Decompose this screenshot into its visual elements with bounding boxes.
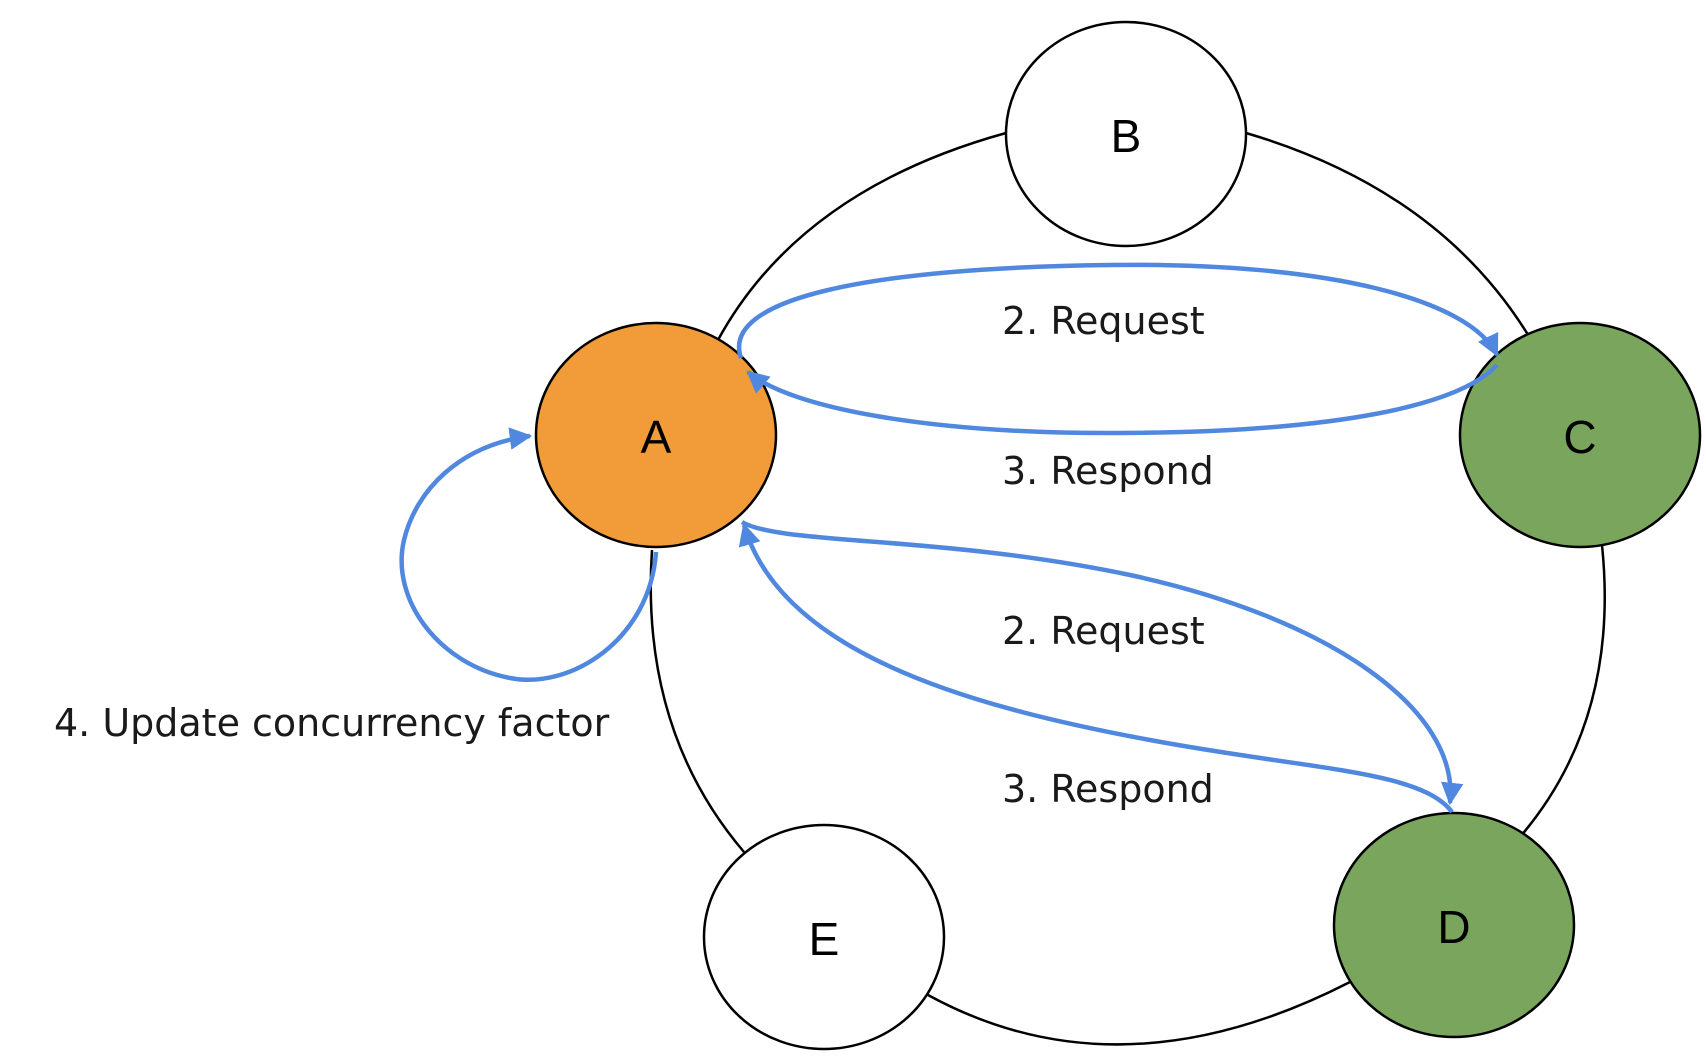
node-d-shape (1332, 811, 1576, 1039)
node-b-shape (1004, 20, 1248, 248)
label-update-factor: 4. Update concurrency factor (54, 701, 610, 745)
node-d-label: D (1437, 901, 1470, 953)
node-b-label: B (1111, 110, 1142, 162)
node-c-shape (1458, 321, 1702, 549)
ring-edge-c-d (1519, 544, 1606, 838)
arrow-respond-c-to-a (746, 363, 1499, 436)
node-e-label: E (809, 913, 840, 965)
ring-connections (649, 131, 1606, 1046)
ring-edge-a-b (716, 131, 1007, 341)
node-a-label: A (641, 411, 672, 463)
label-respond-c: 3. Respond (1002, 449, 1214, 493)
arrow-request-a-to-c (736, 262, 1500, 359)
node-e[interactable]: E (702, 823, 946, 1051)
label-request-c: 2. Request (1002, 299, 1205, 343)
node-c-label: C (1563, 411, 1596, 463)
flow-labels: 2. Request 3. Respond 2. Request 3. Resp… (54, 299, 1214, 811)
node-e-shape (702, 823, 946, 1051)
node-a[interactable]: A (534, 321, 778, 549)
arrow-self-update-a (399, 427, 659, 682)
node-b[interactable]: B (1004, 20, 1248, 248)
arrow-respond-d-to-a (738, 522, 1454, 814)
ring-edge-d-e (927, 980, 1351, 1046)
message-flows (399, 262, 1500, 814)
ring-edge-b-c (1245, 131, 1532, 339)
node-a-shape (534, 321, 778, 549)
ring-edge-e-a (649, 549, 745, 853)
label-request-d: 2. Request (1002, 609, 1205, 653)
label-respond-d: 3. Respond (1002, 767, 1214, 811)
node-c[interactable]: C (1458, 321, 1702, 549)
node-d[interactable]: D (1332, 811, 1576, 1039)
arrow-request-a-to-d (740, 520, 1464, 806)
